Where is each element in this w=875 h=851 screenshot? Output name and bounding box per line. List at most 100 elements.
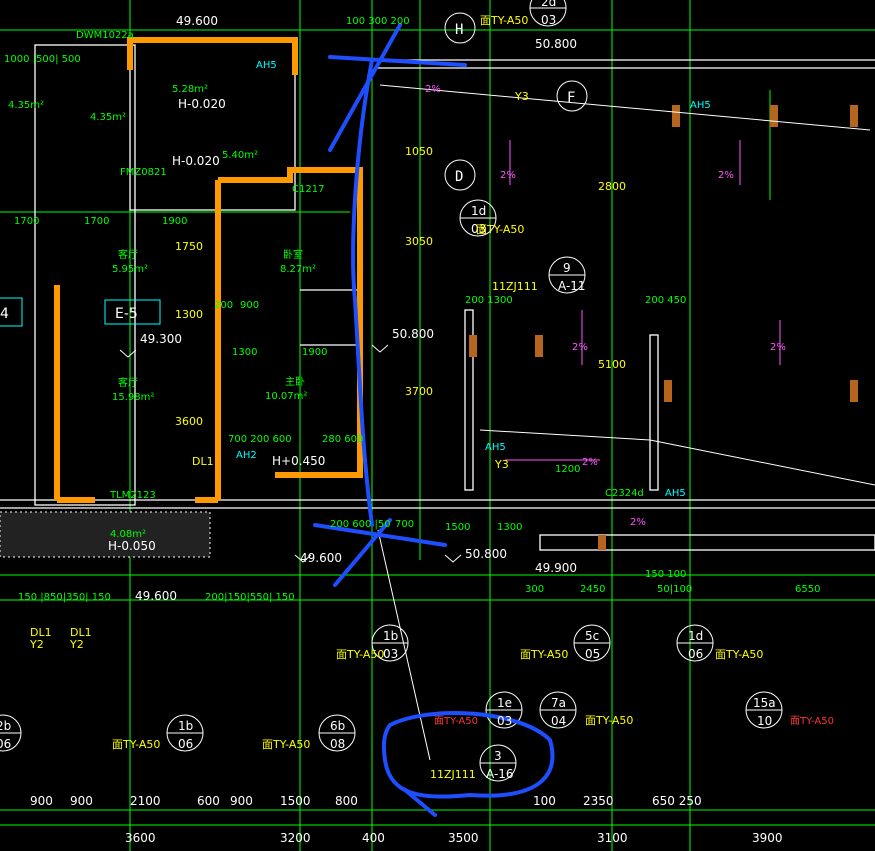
dim-row-mid: 200|150|550| 150 <box>205 592 295 603</box>
dim-200-a: 200 <box>214 300 233 311</box>
dim-total-3100: 3100 <box>597 831 628 845</box>
drainage-arrows <box>505 140 781 461</box>
room-balcony-area: 4.08m² <box>110 529 146 540</box>
callout-1b-b-sheet: 06 <box>178 737 193 751</box>
vert-dim-2800: 2800 <box>598 180 626 193</box>
room-tag-box <box>104 299 161 325</box>
level-markers <box>119 344 462 563</box>
columns <box>469 105 858 550</box>
ref-tya50-8: 面TY-A50 <box>262 738 310 751</box>
elev-h0020-a: H-0.020 <box>178 97 226 111</box>
dim-100-300-200: 100 300 200 <box>346 16 410 27</box>
dim-bottom-100: 100 <box>533 794 556 808</box>
dim-mid-row: 200 600 |50 <box>330 519 391 530</box>
dim-row-left: 150 |850|350| 150 <box>18 592 111 603</box>
dim-50-100: 50|100 <box>657 584 692 595</box>
dim-top-left-row: 1000 |500| 500 <box>4 54 81 65</box>
ref-11zj111-b: 11ZJ111 <box>430 768 476 781</box>
callout-1e-sheet: 03 <box>497 714 512 728</box>
dim-280-600: 280 600 <box>322 434 363 445</box>
elev-h0450: H+0.450 <box>272 454 325 468</box>
dim-1200: 1200 <box>555 464 580 475</box>
vert-dim-1300: 1300 <box>175 308 203 321</box>
callout-2b-sheet: 06 <box>0 737 11 751</box>
label-dl1-b: DL1 <box>70 626 92 639</box>
door-tag-c1217: C1217 <box>292 184 324 195</box>
vert-dim-1050: 1050 <box>405 145 433 158</box>
callout-6b-sheet: 08 <box>330 737 345 751</box>
label-y2-b: Y2 <box>69 638 84 651</box>
dim-bottom-2100: 2100 <box>130 794 161 808</box>
room-guest-area: 15.98m² <box>112 392 154 403</box>
callout-2d: 2d <box>541 0 556 9</box>
section-lines <box>377 84 875 761</box>
dim-bottom-900-a: 900 <box>30 794 53 808</box>
door-tag-dwm: DWM1022a <box>76 30 134 41</box>
dim-2450: 2450 <box>580 584 605 595</box>
ref-tya50-7: 面TY-A50 <box>112 738 160 751</box>
callout-2d-sheet: 03 <box>541 13 556 27</box>
room-master-name: 主卧 <box>285 375 305 388</box>
elev-balcony: 49.600 <box>135 589 177 603</box>
dim-bottom-650-250: 650 250 <box>652 794 702 808</box>
label-ahd-1: AH5 <box>256 60 277 71</box>
dim-300: 300 <box>525 584 544 595</box>
callout-1b-sheet: 03 <box>383 647 398 661</box>
dim-1300-b: 1300 <box>497 522 522 533</box>
dim-bottom-900-c: 900 <box>230 794 253 808</box>
dim-900: 900 <box>240 300 259 311</box>
room-bed-name: 卧室 <box>283 248 303 261</box>
elev-h0020-b: H-0.020 <box>172 154 220 168</box>
label-y1: Y3 <box>514 90 529 103</box>
label-ah2: AH2 <box>236 450 257 461</box>
callout-15a-sheet: 10 <box>757 714 772 728</box>
dim-1500: 1500 <box>445 522 470 533</box>
room-guest-name: 客厅 <box>118 376 138 389</box>
elev-right-mid: 50.800 <box>392 327 434 341</box>
dim-700-b: 700 <box>395 519 414 530</box>
dim-200-450: 200 450 <box>645 295 686 306</box>
callout-9-sheet: A-11 <box>558 279 586 293</box>
ref-tya50-red2: 面TY-A50 <box>434 716 478 727</box>
ref-tya50-3: 面TY-A50 <box>336 648 384 661</box>
walls <box>0 39 875 551</box>
dim-700-200-600: 700 200 600 <box>228 434 292 445</box>
grade-pct-2: 2% <box>500 170 516 181</box>
grade-pct-6: 2% <box>630 517 646 528</box>
elev-h0050: H-0.050 <box>108 539 156 553</box>
axis-D-label: D <box>455 169 463 185</box>
grade-pct-5: 2% <box>770 342 786 353</box>
callout-15a: 15a <box>753 696 776 710</box>
room-foyer-area: 4.35m² <box>90 112 126 123</box>
dim-1700-b: 1700 <box>84 216 109 227</box>
room-tag-box-left <box>0 297 23 327</box>
dim-1700-a: 1700 <box>14 216 39 227</box>
dim-1900-b: 1900 <box>302 347 327 358</box>
dim-bottom-800: 800 <box>335 794 358 808</box>
ref-tya50-5: 面TY-A50 <box>715 648 763 661</box>
callout-1d: 1d <box>471 204 486 218</box>
label-dl1-a: DL1 <box>30 626 52 639</box>
room-master-area: 10.07m² <box>265 391 307 402</box>
callout-7a-sheet: 04 <box>551 714 566 728</box>
elev-bottom-mid: 49.900 <box>535 561 577 575</box>
orange-structural-walls <box>54 37 363 503</box>
room-living-area: 5.95m² <box>112 264 148 275</box>
ref-11zj111-a: 11ZJ111 <box>492 280 538 293</box>
grid-axis-bubbles <box>444 12 588 191</box>
label-y2-a: Y2 <box>29 638 44 651</box>
dim-total-3200: 3200 <box>280 831 311 845</box>
ref-tya50-1: 面TY-A50 <box>480 14 528 27</box>
grade-pct-4: 2% <box>572 342 588 353</box>
grade-pct-1: 2% <box>425 84 441 95</box>
room-left-area: 4.35m² <box>8 100 44 111</box>
label-fmz0821: FMZ0821 <box>120 167 167 178</box>
ref-tya50-4: 面TY-A50 <box>520 648 568 661</box>
room-bath-area: 5.40m² <box>222 150 258 161</box>
room-kitchen-area: 5.28m² <box>172 84 208 95</box>
dim-6550: 6550 <box>795 584 820 595</box>
dim-bottom-2350: 2350 <box>583 794 614 808</box>
axis-F-label: F <box>567 90 575 106</box>
